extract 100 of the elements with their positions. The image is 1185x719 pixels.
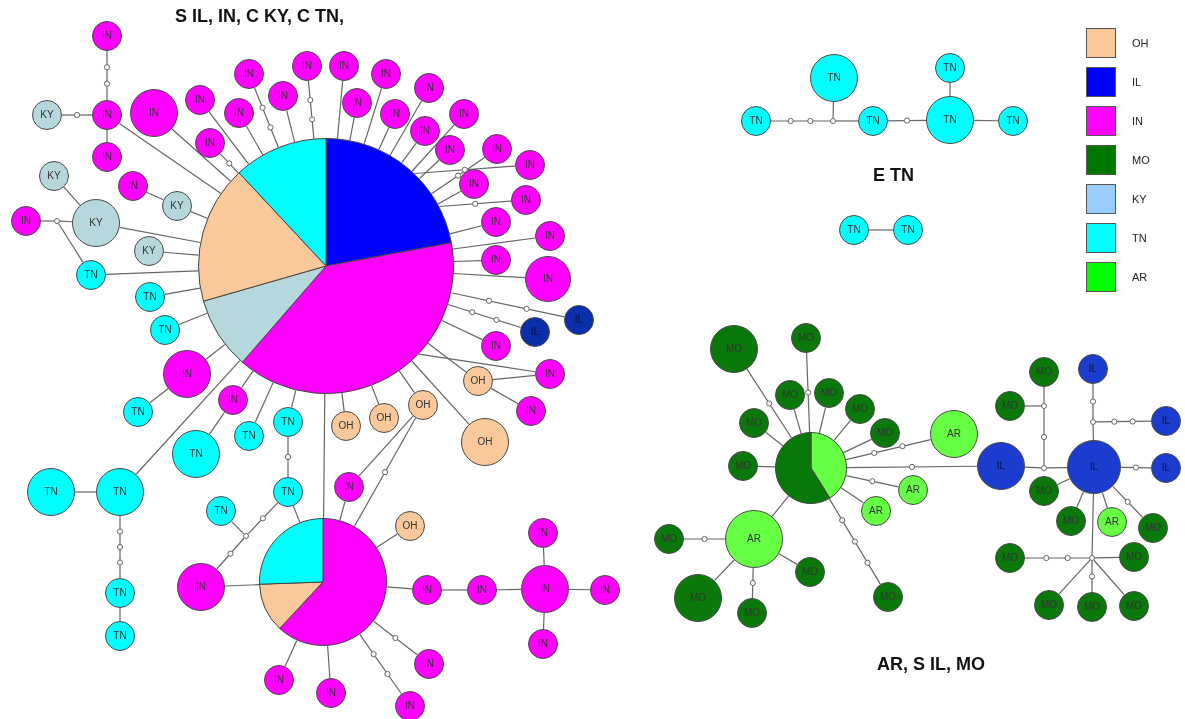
haplotype-circle — [234, 59, 264, 89]
state-label: MO — [1125, 552, 1143, 562]
state-label: TN — [281, 487, 295, 497]
state-label: TN — [44, 487, 58, 497]
connector-line — [106, 129, 108, 143]
state-label: IN — [469, 179, 479, 189]
connector-line — [327, 645, 331, 679]
haplotype-circle — [482, 134, 512, 164]
haplotype-circle — [39, 161, 69, 191]
haplotype-circle — [520, 317, 550, 347]
haplotype-circle — [1138, 513, 1168, 543]
connector-line — [845, 475, 899, 488]
state-label: MO — [1035, 486, 1053, 496]
state-label: IN — [182, 369, 192, 379]
connector-line — [818, 407, 827, 434]
connector-line — [178, 312, 208, 326]
haplotype-circle — [481, 245, 511, 275]
state-label: KY — [170, 201, 184, 211]
connector-line — [447, 303, 522, 329]
connector-line — [949, 82, 951, 97]
haplotype-circle — [741, 106, 771, 136]
state-label: IN — [538, 528, 548, 538]
connector-line — [208, 111, 250, 165]
haplotype-circle — [525, 256, 571, 302]
haplotype-circle — [654, 524, 684, 554]
state-label: MO — [879, 592, 897, 602]
connector-line — [427, 342, 467, 373]
junction-dot — [1090, 419, 1096, 425]
state-label: IN — [326, 688, 336, 698]
haplotype-circle — [414, 73, 444, 103]
state-label: TN — [866, 116, 880, 126]
state-label: IN — [405, 701, 415, 711]
legend-label: MO — [1132, 154, 1150, 166]
connector-line — [441, 589, 468, 591]
state-label: TN — [943, 63, 957, 73]
connector-line — [1024, 557, 1090, 559]
haplotype-circle — [449, 99, 479, 129]
haplotype-circle — [898, 475, 928, 505]
state-label: KY — [47, 171, 61, 181]
connector-line — [353, 417, 417, 527]
state-label: IN — [477, 585, 487, 595]
state-label: IN — [196, 582, 206, 592]
haplotype-circle — [1151, 453, 1181, 483]
haplotype-circle — [1029, 476, 1059, 506]
junction-dot — [830, 118, 836, 124]
haplotype-circle — [795, 557, 825, 587]
connector-line — [452, 237, 536, 250]
connector-line — [254, 87, 279, 148]
haplotype-circle — [814, 378, 844, 408]
haplotype-circle — [528, 518, 558, 548]
state-label: IN — [424, 83, 434, 93]
state-label: MO — [1001, 401, 1019, 411]
junction-dot — [54, 218, 60, 224]
connector-line — [1091, 560, 1093, 593]
connector-line — [63, 186, 81, 206]
state-label: IN — [352, 98, 362, 108]
state-label: MO — [689, 593, 707, 603]
haplotype-pie — [259, 518, 387, 646]
state-label: IN — [545, 231, 555, 241]
connector-line — [376, 533, 398, 548]
state-label: MO — [797, 333, 815, 343]
haplotype-circle — [845, 394, 875, 424]
haplotype-circle — [926, 96, 974, 144]
connector-line — [438, 200, 512, 208]
connector-line — [771, 495, 790, 517]
state-label: IN — [195, 95, 205, 105]
haplotype-circle — [395, 511, 425, 541]
state-label: IN — [228, 395, 238, 405]
connector-line — [411, 124, 455, 172]
haplotype-circle — [234, 421, 264, 451]
state-label: IN — [521, 195, 531, 205]
haplotype-circle — [893, 215, 923, 245]
haplotype-circle — [481, 207, 511, 237]
haplotype-circle — [995, 543, 1025, 573]
state-label: AR — [947, 429, 961, 439]
state-label: OH — [477, 437, 493, 447]
connector-line — [398, 370, 416, 394]
connector-line — [216, 537, 245, 570]
state-label: IL — [1088, 364, 1098, 374]
state-label: MO — [820, 388, 838, 398]
legend-label: IN — [1132, 115, 1143, 127]
haplotype-circle — [674, 574, 722, 622]
state-label: TN — [113, 588, 127, 598]
haplotype-circle — [461, 418, 509, 466]
network-title: AR, S IL, MO — [877, 654, 985, 675]
connector-line — [490, 387, 519, 405]
haplotype-circle — [710, 325, 758, 373]
haplotype-circle — [861, 496, 891, 526]
connector-line — [292, 505, 301, 523]
state-label: TN — [189, 449, 203, 459]
connector-line — [284, 639, 298, 667]
state-label: TN — [242, 431, 256, 441]
state-label: MO — [781, 390, 799, 400]
haplotype-circle — [195, 128, 225, 158]
haplotype-circle — [1097, 507, 1127, 537]
haplotype-circle — [172, 430, 220, 478]
connector-line — [205, 343, 226, 360]
connector-line — [323, 393, 326, 519]
connector-line — [778, 553, 798, 565]
haplotype-circle — [564, 305, 594, 335]
